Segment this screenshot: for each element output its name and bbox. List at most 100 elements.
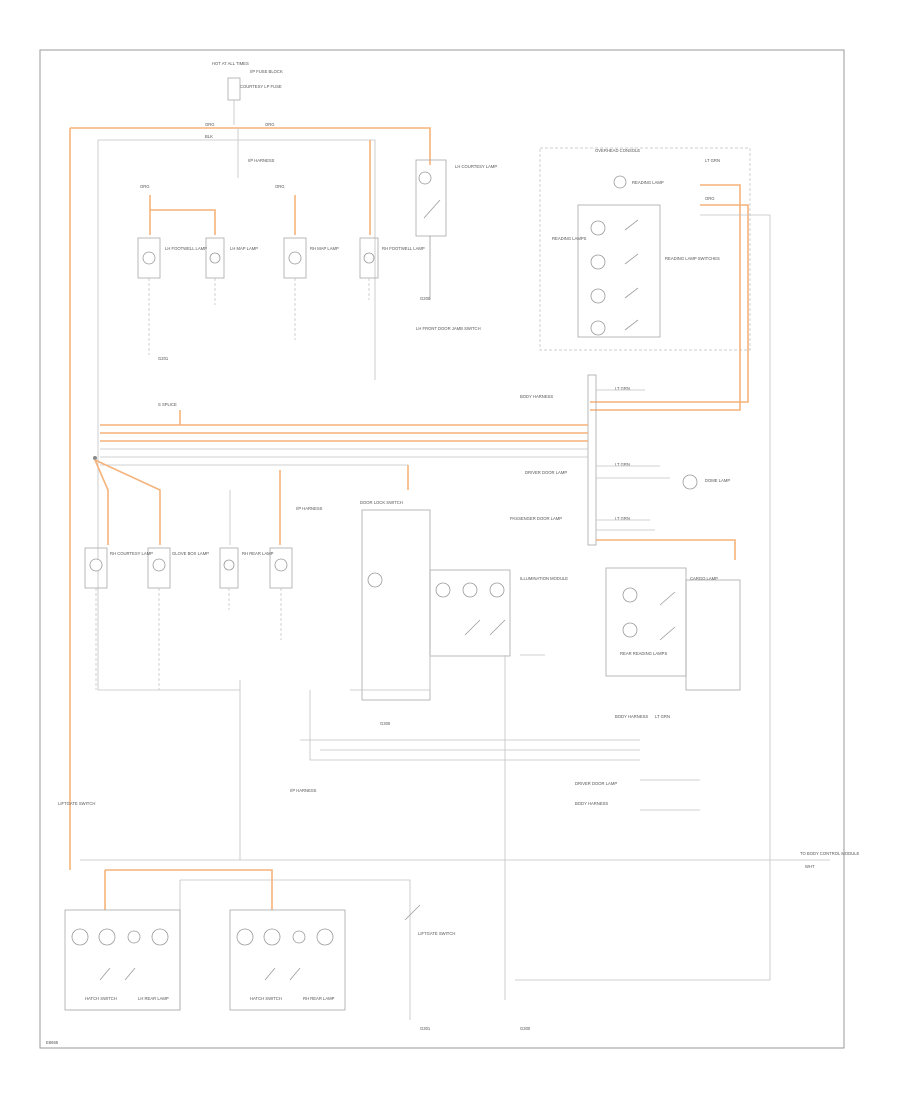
wire-lt-grn-mid1: LT GRN bbox=[615, 386, 630, 391]
rh-rear-switches bbox=[264, 967, 301, 981]
label-body-harness-3: BODY HARNESS bbox=[575, 801, 608, 806]
label-cargo-lamp: CARGO LAMP bbox=[690, 576, 718, 581]
illum-bulb-3 bbox=[489, 582, 505, 598]
rear-reading-switch bbox=[659, 591, 676, 641]
rh-courtesy-bulb bbox=[89, 558, 103, 572]
lh-rear-bulb-4 bbox=[151, 928, 169, 946]
label-rh-footwell: RH FOOTWELL LAMP bbox=[382, 246, 425, 251]
label-door-lock-switch: DOOR LOCK SWITCH bbox=[360, 500, 403, 505]
wire-rh-courtesy-feed bbox=[94, 459, 109, 545]
rear-left-return bbox=[70, 880, 181, 1011]
label-reading-switches: READING LAMP SWITCHES bbox=[665, 256, 720, 261]
console-ground-return bbox=[515, 214, 771, 981]
lh-footwell-bulb bbox=[142, 251, 156, 265]
reading-bulb-3 bbox=[590, 288, 606, 304]
console-feed-orange-1 bbox=[590, 184, 741, 411]
reading-lamps-box bbox=[577, 204, 661, 338]
lh-courtesy-lamp-box bbox=[415, 159, 447, 237]
illum-bulb-1 bbox=[435, 582, 451, 598]
label-passenger-door-harness: I/P HARNESS bbox=[296, 506, 323, 511]
rh-rear-bulb-1 bbox=[236, 928, 254, 946]
label-ground-g300: G300 bbox=[380, 721, 391, 726]
rh-rear-bulb-4 bbox=[316, 928, 334, 946]
label-lh-courtesy-lamp: LH COURTESY LAMP bbox=[455, 164, 497, 169]
wire-rh-rear-lamp-feed bbox=[105, 869, 273, 910]
label-rh-map: RH MAP LAMP bbox=[310, 246, 339, 251]
label-body-harness-2: BODY HARNESS bbox=[615, 714, 648, 719]
rh-rear-bulb-3 bbox=[292, 930, 306, 944]
console-feed-orange-2 bbox=[590, 204, 749, 403]
wire-color-org-2: ORG bbox=[265, 122, 275, 127]
label-driver-door-lamp-2: DRIVER DOOR LAMP bbox=[575, 781, 617, 786]
label-rh-rear-lamp: RH REAR LAMP bbox=[303, 996, 335, 1001]
illum-switch-contacts bbox=[464, 619, 506, 636]
driver-door-module-box bbox=[361, 509, 431, 701]
lh-rear-bulb-3 bbox=[127, 930, 141, 944]
label-reading-lamp: READING LAMP bbox=[632, 180, 664, 185]
label-ip-harness-low: I/P HARNESS bbox=[290, 788, 317, 793]
illum-ground-wires bbox=[350, 654, 545, 1000]
diagram-frame bbox=[39, 49, 845, 1049]
bus-splice-point bbox=[93, 456, 97, 460]
glove-box-bulb bbox=[152, 558, 166, 572]
label-ip-harness-top: I/P HARNESS bbox=[248, 158, 275, 163]
rh-footwell-bulb bbox=[363, 252, 375, 264]
illum-bulb-2 bbox=[462, 582, 478, 598]
label-ground-g201: G201 bbox=[158, 356, 169, 361]
wire-lh-map-feed bbox=[150, 209, 216, 235]
wire-lt-grn-mid2: LT GRN bbox=[615, 462, 630, 467]
rear-reading-lamps-box bbox=[605, 567, 687, 677]
mid-bus-wires: S SPLICE bbox=[93, 402, 588, 490]
label-lh-map: LH MAP LAMP bbox=[230, 246, 258, 251]
label-hatch-switch-l: HATCH SWITCH bbox=[85, 996, 117, 1001]
lower-lamp-group: RH COURTESY LAMP GLOVE BOX LAMP RH REAR … bbox=[84, 459, 323, 690]
overhead-console-box bbox=[539, 147, 751, 351]
reading-switch-contacts bbox=[624, 219, 639, 331]
label-wire-org-lh: ORG bbox=[140, 184, 150, 189]
upper-lamp-grounds bbox=[148, 278, 370, 355]
rh-rear-bulb-2 bbox=[263, 928, 281, 946]
courtesy-switch-contact bbox=[423, 199, 441, 219]
label-ground-g300-b: G300 bbox=[520, 1026, 531, 1031]
upper-lamp-group: LH FOOTWELL LAMP LH MAP LAMP RH MAP LAMP… bbox=[137, 140, 425, 361]
label-courtesy-fuse: COURTESY LP FUSE bbox=[240, 84, 282, 89]
label-door-switch-l: LH FRONT DOOR JAMB SWITCH bbox=[416, 326, 481, 331]
label-rh-courtesy: RH COURTESY LAMP bbox=[110, 551, 153, 556]
driver-door-bulb bbox=[367, 572, 383, 588]
label-ground-g301: G301 bbox=[420, 1026, 431, 1031]
label-reading-lamps: READING LAMPS bbox=[552, 236, 587, 241]
label-dome-lamp: DOME LAMP bbox=[705, 478, 730, 483]
label-passenger-door-lamp: PASSENGER DOOR LAMP bbox=[510, 516, 562, 521]
reading-bulb-2 bbox=[590, 254, 606, 270]
wire-lt-grn-console: LT GRN bbox=[705, 158, 720, 163]
rear-reading-bulb-2 bbox=[622, 622, 638, 638]
label-rear-reading-lamps: REAR READING LAMPS bbox=[620, 651, 667, 656]
label-hot-at-all-times: HOT AT ALL TIMES bbox=[212, 61, 249, 66]
label-overhead-console: OVERHEAD CONSOLE bbox=[595, 148, 640, 153]
rh-map-bulb bbox=[288, 251, 302, 265]
label-fuse-block: I/P FUSE BLOCK bbox=[250, 69, 283, 74]
body-harness-connector bbox=[587, 374, 597, 546]
label-rh-rear: RH REAR LAMP bbox=[242, 551, 274, 556]
diagram-corner-code: E8666 bbox=[46, 1040, 59, 1045]
label-driver-door-lamp: DRIVER DOOR LAMP bbox=[525, 470, 567, 475]
label-lh-footwell: LH FOOTWELL LAMP bbox=[165, 246, 207, 251]
rear-reading-bulb-1 bbox=[622, 587, 638, 603]
lh-courtesy-bulb bbox=[418, 171, 432, 185]
illumination-module-box bbox=[429, 569, 511, 657]
wire-color-blk-1: BLK bbox=[205, 134, 213, 139]
lh-rear-switches bbox=[99, 967, 136, 981]
wire-org-console: ORG bbox=[705, 196, 715, 201]
door-lamp-stubs bbox=[640, 779, 700, 811]
connector-stub-wires bbox=[596, 389, 670, 531]
lh-rear-lamp-assembly bbox=[64, 909, 181, 1011]
rh-rear-lamp-assembly bbox=[229, 909, 346, 1011]
mid-return-wires bbox=[239, 680, 640, 860]
label-lh-rear-lamp: LH REAR LAMP bbox=[138, 996, 169, 1001]
label-wire-org-rh: ORG bbox=[275, 184, 285, 189]
cargo-lamp-box bbox=[685, 579, 741, 691]
label-s-splice: S SPLICE bbox=[158, 402, 177, 407]
label-liftgate-switch-r: LIFTGATE SWITCH bbox=[418, 931, 455, 936]
